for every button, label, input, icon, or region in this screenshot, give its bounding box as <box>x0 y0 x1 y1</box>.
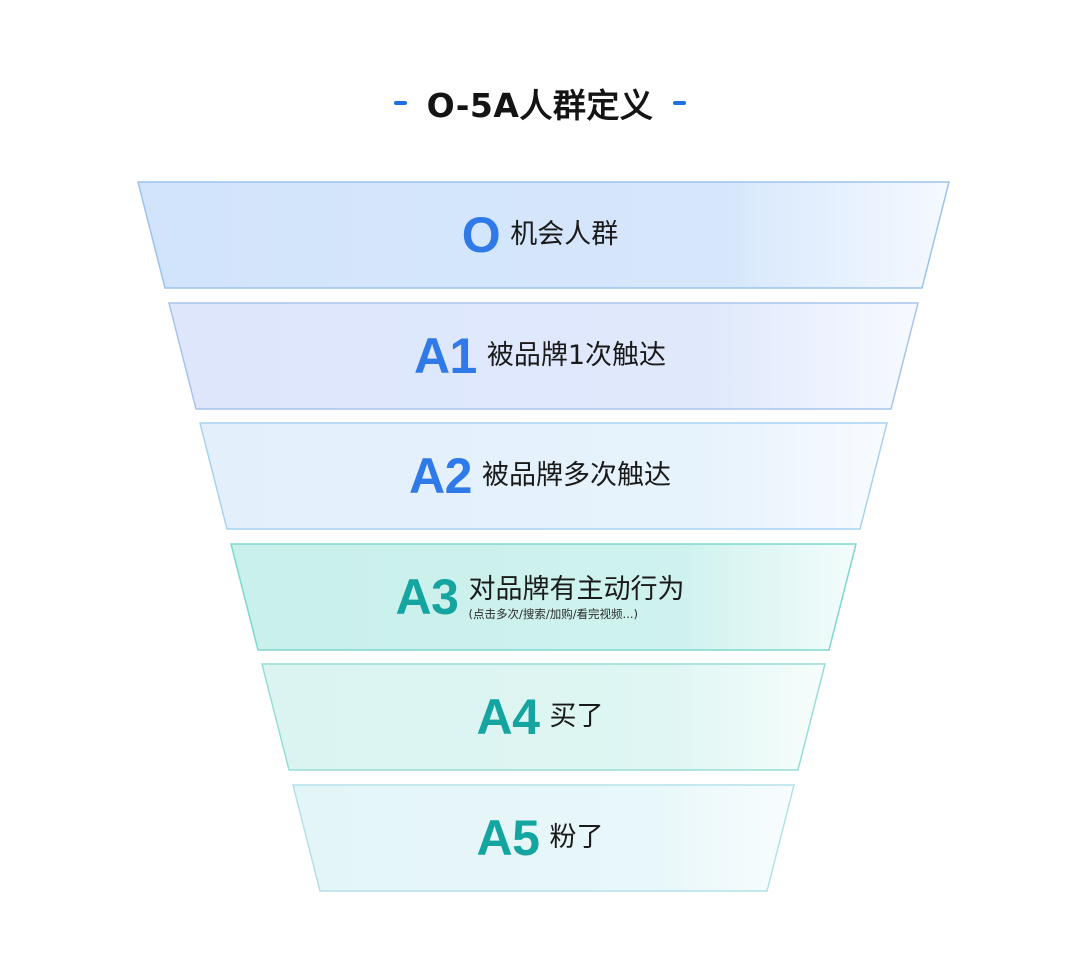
level-code: O <box>461 207 501 263</box>
level-label-box: 被品牌1次触达 <box>487 340 666 371</box>
diagram-title: O-5A人群定义 <box>0 78 1080 128</box>
funnel-level-a5: A5 粉了 <box>0 785 1080 891</box>
level-label-box: 对品牌有主动行为 (点击多次/搜索/加购/看完视频...) <box>468 574 684 621</box>
funnel-level-a1: A1 被品牌1次触达 <box>0 303 1080 409</box>
funnel-level-a1-shape <box>168 302 919 410</box>
level-note: (点击多次/搜索/加购/看完视频...) <box>468 606 639 621</box>
funnel-level-a3: A3 对品牌有主动行为 (点击多次/搜索/加购/看完视频...) <box>0 544 1080 650</box>
level-label-box: 买了 <box>549 701 603 732</box>
level-code: A1 <box>413 328 477 384</box>
title-dash-left <box>393 101 407 105</box>
level-label: 被品牌1次触达 <box>486 340 667 372</box>
funnel-level-o: O 机会人群 <box>0 182 1080 288</box>
title-text: O-5A人群定义 <box>426 86 654 125</box>
funnel-level-a2: A2 被品牌多次触达 <box>0 423 1080 529</box>
funnel-level-a4-shape <box>261 663 826 771</box>
level-label-box: 粉了 <box>549 822 603 853</box>
level-code: A3 <box>395 569 459 625</box>
level-label: 对品牌有主动行为 <box>468 573 685 605</box>
level-code: A2 <box>409 448 472 504</box>
funnel-level-a3-shape <box>230 543 857 651</box>
level-label-box: 被品牌多次触达 <box>482 460 671 491</box>
funnel-level-o-shape <box>137 181 950 289</box>
level-code: A5 <box>476 810 540 866</box>
funnel-level-a5-shape <box>292 784 795 892</box>
level-label: 机会人群 <box>510 219 619 251</box>
level-label: 买了 <box>549 701 604 733</box>
level-label: 被品牌多次触达 <box>481 460 671 492</box>
funnel-level-a4: A4 买了 <box>0 664 1080 770</box>
level-label-box: 机会人群 <box>510 219 618 250</box>
title-dash-right <box>673 101 687 105</box>
level-code: A4 <box>476 689 540 745</box>
funnel-level-a2-shape <box>199 422 888 530</box>
level-label: 粉了 <box>549 822 604 854</box>
